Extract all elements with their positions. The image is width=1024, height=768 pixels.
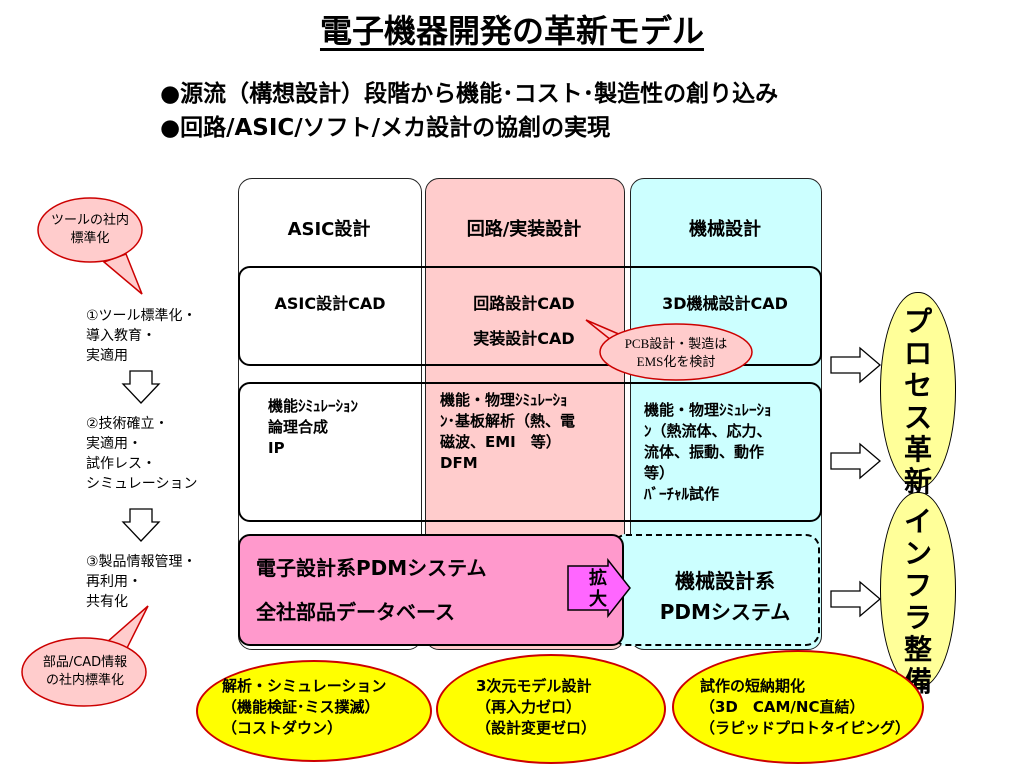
sim-asic: 機能ｼﾐｭﾚｰｼｮﾝ 論理合成 IP bbox=[268, 397, 359, 457]
cad-circuit: 回路設計CAD bbox=[473, 294, 575, 313]
simulation-row-box bbox=[238, 382, 822, 522]
right-arrow-icon bbox=[830, 580, 882, 618]
pcb-callout-shape bbox=[585, 319, 753, 381]
sim-mechanical: 機能・物理ｼﾐｭﾚｰｼｮ ﾝ（熱流体、応力、 流体、振動、動作 等） ﾊﾞｰﾁｬ… bbox=[644, 401, 772, 503]
cad-asic: ASIC設計CAD bbox=[274, 294, 386, 313]
benefit-ellipse-prototype bbox=[672, 650, 924, 764]
cad-row-box bbox=[238, 266, 822, 366]
step-2: ②技術確立・ 実適用・ 試作レス・ シミュレーション bbox=[86, 416, 198, 492]
parts-callout-text: 部品/CAD情報 の社内標準化 bbox=[42, 655, 128, 688]
infrastructure-label: インフラ整備 bbox=[903, 505, 932, 698]
header-mechanical: 機械設計 bbox=[689, 219, 761, 240]
expand-label: 拡 大 bbox=[589, 568, 607, 610]
step-3: ③製品情報管理・ 再利用・ 共有化 bbox=[86, 554, 197, 610]
pdm-electronic-label: 電子設計系PDMシステム bbox=[256, 556, 487, 580]
bullet-1: ●源流（構想設計）段階から機能･コスト･製造性の創り込み bbox=[160, 81, 779, 107]
pcb-callout-text: PCB設計・製造は EMS化を検討 bbox=[624, 336, 728, 369]
benefit-analysis-text: 解析・シミュレーション （機能検証･ミス撲滅） （コストダウン） bbox=[222, 677, 387, 737]
electronic-pdm-box bbox=[238, 534, 624, 646]
pdm-parts-db-label: 全社部品データベース bbox=[256, 600, 455, 624]
header-asic: ASIC設計 bbox=[287, 219, 371, 240]
bullet-2: ●回路/ASIC/ソフト/メカ設計の協創の実現 bbox=[160, 115, 611, 141]
infrastructure-ellipse bbox=[880, 492, 956, 688]
benefit-3d-text: 3次元モデル設計 （再入力ゼロ） （設計変更ゼロ） bbox=[476, 677, 597, 737]
process-innovation-label: プロセス革新 bbox=[903, 305, 932, 498]
parts-callout-shape bbox=[21, 605, 149, 707]
cad-mechanical: 3D機械設計CAD bbox=[662, 294, 788, 313]
expand-arrow-icon bbox=[567, 557, 631, 619]
down-arrow-icon bbox=[121, 508, 161, 542]
benefit-prototype-text: 試作の短納期化 （3D CAM/NC直結） （ラピッドプロトタイピング） bbox=[700, 677, 911, 737]
tool-callout-shape bbox=[37, 197, 143, 295]
right-arrow-icon bbox=[830, 346, 882, 384]
page-title: 電子機器開発の革新モデル bbox=[319, 12, 704, 50]
down-arrow-icon bbox=[121, 370, 161, 404]
step-1: ①ツール標準化・ 導入教育・ 実適用 bbox=[86, 308, 197, 364]
pdm-mech-line1: 機械設計系 bbox=[675, 569, 775, 593]
sim-circuit: 機能・物理ｼﾐｭﾚｰｼｮ ﾝ･基板解析（熱、電 磁波、EMI 等） DFM bbox=[440, 391, 576, 472]
process-innovation-ellipse bbox=[880, 292, 956, 488]
tool-callout-text: ツールの社内 標準化 bbox=[50, 213, 129, 246]
pdm-mech-line2: PDMシステム bbox=[659, 600, 791, 624]
right-arrow-icon bbox=[830, 442, 882, 480]
cad-mounting: 実装設計CAD bbox=[473, 329, 575, 348]
benefit-ellipse-3d bbox=[436, 654, 666, 764]
benefit-ellipse-analysis bbox=[196, 660, 432, 762]
header-circuit: 回路/実装設計 bbox=[466, 219, 582, 240]
